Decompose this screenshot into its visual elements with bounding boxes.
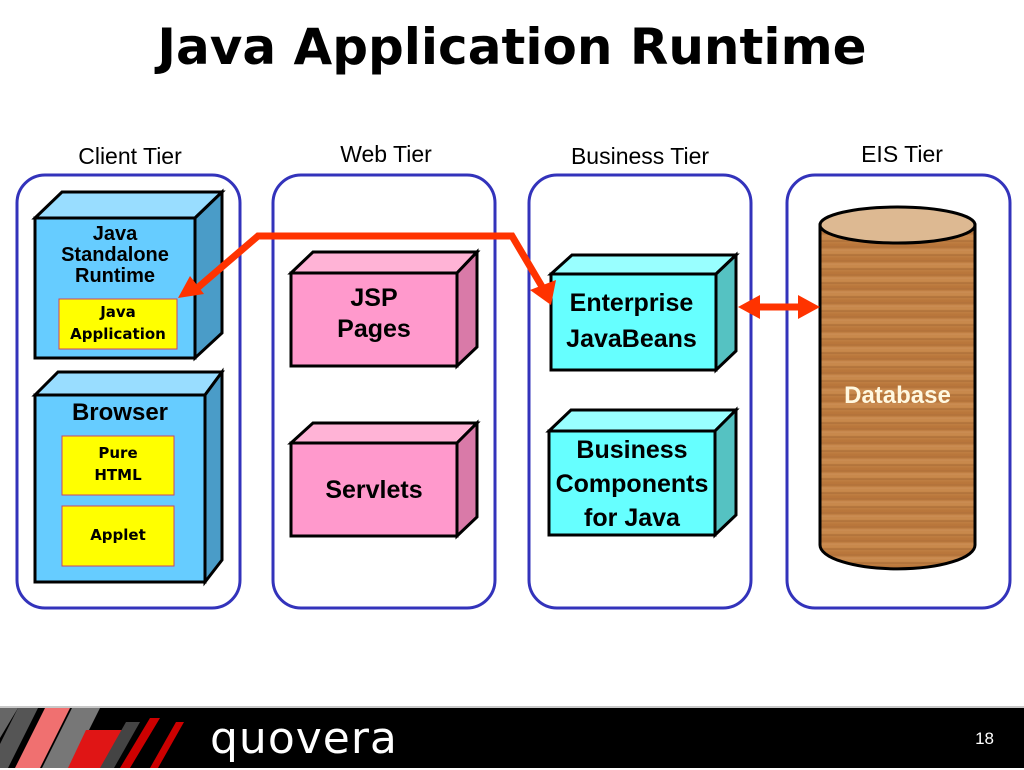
bc4j-label: Business Components for Java [549,433,715,535]
applet-label: Applet [90,526,146,544]
java-app-line-2: Application [70,324,166,343]
ejb-line-1: Enterprise [569,289,694,317]
jsp-line-2: Pages [337,315,411,344]
jsp-pages-box [287,248,481,370]
bc4j-line-2: Components [555,470,709,498]
java-application-label: Java Application [59,302,177,346]
brand-logo: quovera [210,713,398,764]
database-cylinder [818,205,977,571]
browser-label: Browser [71,399,169,426]
tier-label-web: Web Tier [340,141,432,167]
tier-container-web [271,173,497,610]
pure-html-box [61,435,175,496]
standalone-line-1: Java [92,223,138,245]
java-application-box [58,298,178,350]
slide-title: Java Application Runtime [157,18,867,76]
ejb-line-2: JavaBeans [566,325,697,354]
pure-html-label: Pure HTML [62,443,174,487]
applet-box [61,505,175,567]
ejb-label: Enterprise JavaBeans [549,285,714,358]
servlets-box [287,419,481,540]
page-number: 18 [975,729,994,748]
pure-html-line-2: HTML [94,465,142,484]
request-flow-arrow [178,232,556,305]
tier-container-business [527,173,753,610]
database-label: Database [844,382,951,409]
footer-divider [0,706,1024,708]
footer-bar [0,708,1024,768]
tier-container-client [15,173,242,610]
bc4j-line-3: for Java [584,504,680,532]
tier-label-business: Business Tier [570,143,710,169]
java-app-line-1: Java [100,303,136,321]
bc4j-line-1: Business [576,436,688,464]
pure-html-line-1: Pure [98,444,138,462]
brand-stripes-logo-icon [0,708,184,768]
tier-label-client: Client Tier [78,143,182,169]
ejb-database-double-arrow [738,295,820,319]
standalone-line-2: Standalone [61,244,169,266]
enterprise-javabeans-box [547,251,740,374]
business-components-box [545,406,740,539]
jsp-line-1: JSP [350,284,398,312]
jsp-pages-label: JSP Pages [291,283,457,346]
tier-label-eis: EIS Tier [861,141,943,167]
tier-container-eis [785,173,1012,610]
servlets-label: Servlets [325,476,423,504]
standalone-runtime-label: Java Standalone Runtime [35,224,195,287]
standalone-line-3: Runtime [75,265,155,287]
